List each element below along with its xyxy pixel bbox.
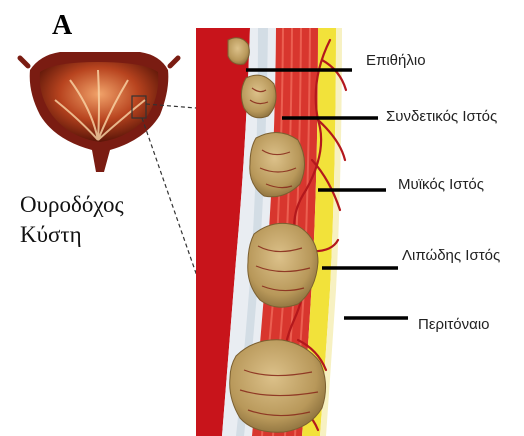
label-epithelium: Επιθήλιο [366,52,426,69]
label-connective-tissue: Συνδετικός Ιστός [386,108,497,125]
wall-cross-section [196,28,360,436]
label-peritoneum: Περιτόναιο [418,316,490,333]
label-fat-tissue: Λιπώδης Ιστός [402,247,500,264]
label-muscle-tissue: Μυϊκός Ιστός [398,176,484,193]
